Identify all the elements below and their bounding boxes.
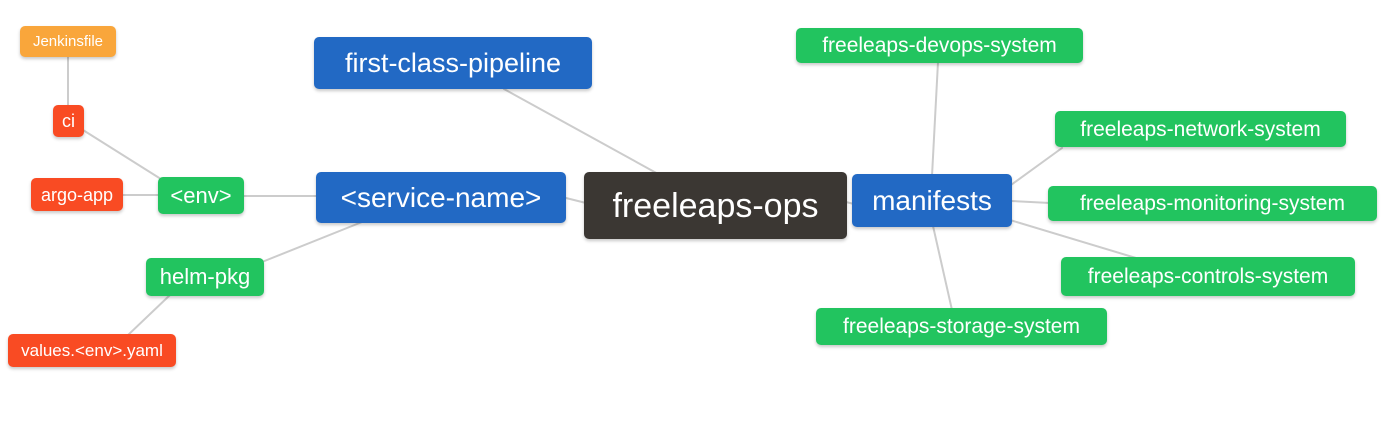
edge-manifests-freeleaps-monitoring-system <box>1010 200 1051 204</box>
node-jenkinsfile[interactable]: Jenkinsfile <box>20 26 116 57</box>
edge-manifests-freeleaps-network-system <box>1010 147 1063 186</box>
node-freeleaps-devops-system[interactable]: freeleaps-devops-system <box>796 28 1083 63</box>
node-freeleaps-controls-system[interactable]: freeleaps-controls-system <box>1061 257 1355 296</box>
edge-service-name-freeleaps-ops <box>565 197 587 204</box>
edge-manifests-freeleaps-storage-system <box>932 225 953 311</box>
edge-ci-env <box>82 129 173 187</box>
node-manifests[interactable]: manifests <box>852 174 1012 227</box>
node-freeleaps-storage-system[interactable]: freeleaps-storage-system <box>816 308 1107 345</box>
node-first-class-pipeline[interactable]: first-class-pipeline <box>314 37 592 89</box>
node-service-name[interactable]: <service-name> <box>316 172 566 223</box>
node-ci[interactable]: ci <box>53 105 84 137</box>
node-env[interactable]: <env> <box>158 177 244 214</box>
node-values-env-yaml[interactable]: values.<env>.yaml <box>8 334 176 367</box>
edge-first-class-pipeline-freeleaps-ops <box>503 88 661 176</box>
node-freeleaps-network-system[interactable]: freeleaps-network-system <box>1055 111 1346 147</box>
node-freeleaps-monitoring-system[interactable]: freeleaps-monitoring-system <box>1048 186 1377 221</box>
node-freeleaps-ops[interactable]: freeleaps-ops <box>584 172 847 239</box>
edge-service-name-helm-pkg <box>261 221 363 263</box>
edge-manifests-freeleaps-controls-system <box>1009 219 1137 259</box>
edge-helm-pkg-values-env-yaml <box>125 294 171 338</box>
edge-manifests-freeleaps-devops-system <box>931 61 939 177</box>
node-argo-app[interactable]: argo-app <box>31 178 123 211</box>
node-helm-pkg[interactable]: helm-pkg <box>146 258 264 296</box>
